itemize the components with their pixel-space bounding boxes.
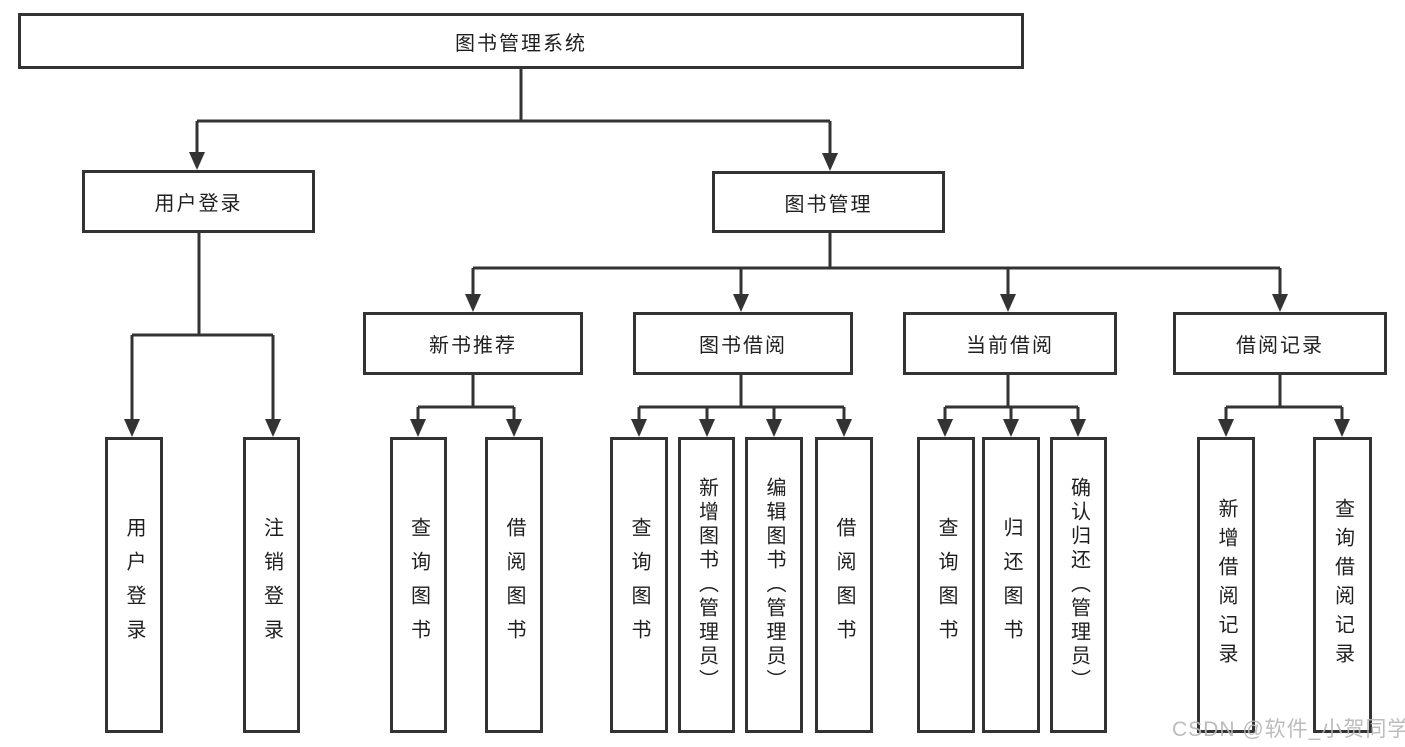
node-label: 归还图书 [1000, 517, 1022, 653]
node-leaf-query-books-2: 查询图书 [610, 437, 668, 733]
node-label: 编辑图书（管理员） [763, 477, 785, 693]
node-label: 借阅记录 [1236, 335, 1324, 357]
node-leaf-query-books-3: 查询图书 [917, 437, 975, 733]
node-root-library-system: 图书管理系统 [18, 13, 1024, 69]
node-leaf-borrow-books-2: 借阅图书 [815, 437, 873, 733]
node-user-login: 用户登录 [82, 170, 315, 233]
node-leaf-add-borrow-record: 新增借阅记录 [1197, 437, 1255, 733]
node-label: 注销登录 [260, 517, 283, 653]
node-label: 图书管理系统 [455, 32, 587, 55]
node-leaf-query-books-1: 查询图书 [390, 437, 447, 733]
node-leaf-query-borrow-record: 查询借阅记录 [1313, 437, 1372, 733]
node-label: 当前借阅 [966, 335, 1054, 357]
node-label: 新书推荐 [429, 335, 517, 357]
node-leaf-return-books: 归还图书 [982, 437, 1040, 733]
node-label: 查询图书 [628, 517, 650, 653]
node-borrowing-records: 借阅记录 [1173, 312, 1387, 375]
node-leaf-user-login: 用户登录 [105, 437, 163, 733]
node-leaf-edit-books-admin: 编辑图书（管理员） [745, 437, 803, 733]
node-label: 用户登录 [154, 193, 243, 215]
node-leaf-borrow-books-1: 借阅图书 [485, 437, 543, 733]
node-new-book-recommend: 新书推荐 [363, 312, 583, 375]
node-label: 确认归还（管理员） [1067, 477, 1090, 693]
csdn-watermark: CSDN @软件_小贺同学 [1172, 718, 1405, 741]
node-book-borrowing: 图书借阅 [633, 312, 853, 375]
node-label: 新增借阅记录 [1215, 498, 1237, 672]
node-leaf-add-books-admin: 新增图书（管理员） [678, 437, 735, 733]
node-label: 查询图书 [407, 517, 430, 653]
node-leaf-confirm-return-admin: 确认归还（管理员） [1050, 437, 1107, 733]
node-label: 用户登录 [123, 517, 145, 653]
node-label: 查询图书 [935, 517, 957, 653]
node-book-management: 图书管理 [712, 171, 945, 233]
node-label: 借阅图书 [833, 517, 855, 653]
node-label: 借阅图书 [503, 517, 525, 653]
node-label: 新增图书（管理员） [695, 477, 718, 693]
node-current-borrowing: 当前借阅 [903, 312, 1117, 375]
node-label: 查询借阅记录 [1331, 498, 1354, 672]
node-label: 图书管理 [784, 193, 873, 216]
node-leaf-logout: 注销登录 [243, 437, 300, 733]
node-label: 图书借阅 [699, 335, 787, 357]
